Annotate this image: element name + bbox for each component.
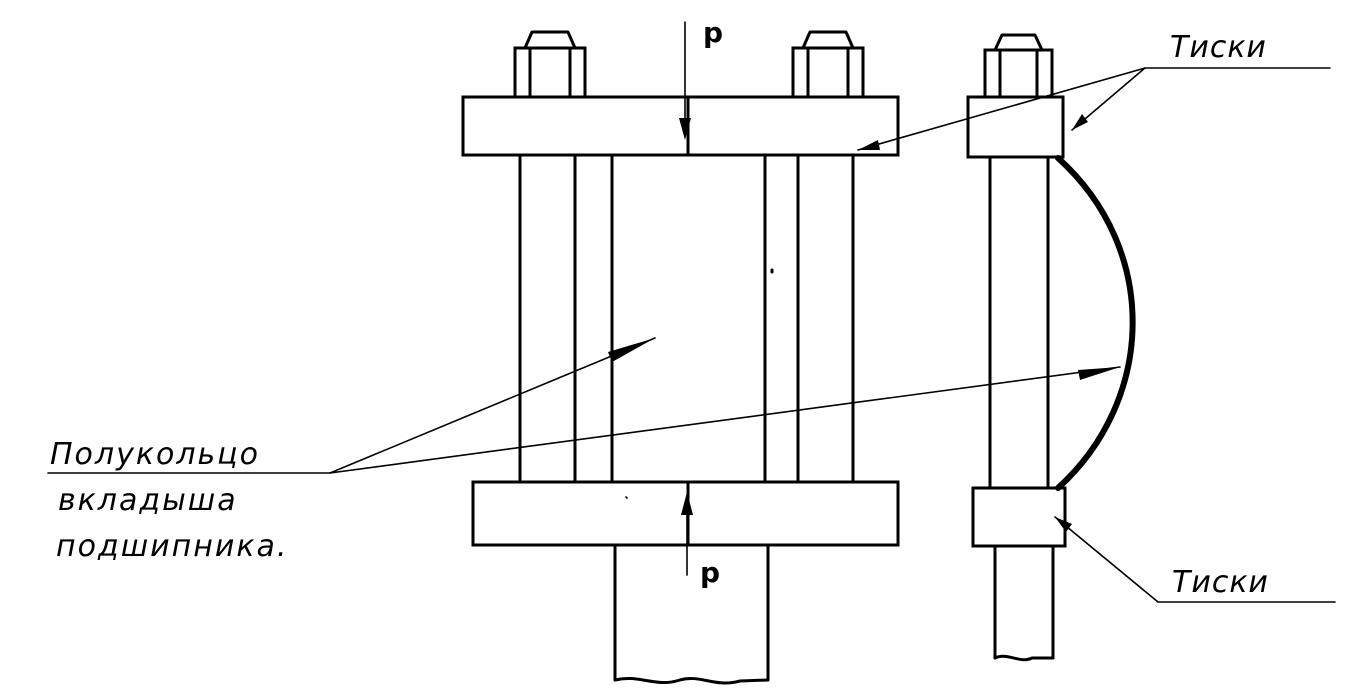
label-half-ring-line2: вкладыша: [58, 483, 238, 518]
side-view: [966, 33, 1136, 662]
left-nut: [513, 30, 587, 99]
label-half-ring-line3: подшипника.: [56, 529, 288, 564]
right-screw: [796, 153, 855, 484]
label-vise-top: Тиски: [1170, 30, 1267, 65]
label-vise-bottom: Тиски: [1172, 565, 1269, 600]
half-ring-side-arc: [1055, 155, 1136, 491]
half-ring-front: [610, 153, 774, 484]
side-top-vise-block: [966, 95, 1065, 159]
left-screw: [518, 153, 577, 484]
label-half-ring-line1: Полукольцо: [50, 437, 260, 472]
label-force-top: p: [703, 16, 723, 49]
right-nut: [791, 30, 865, 99]
leader-lines: [47, 67, 1336, 603]
front-vise-post: [613, 543, 770, 685]
force-arrow-top: [679, 21, 691, 140]
side-nut: [983, 33, 1054, 99]
front-view: [461, 21, 900, 685]
top-jaw: [461, 95, 900, 157]
label-force-bottom: p: [700, 556, 720, 589]
side-bottom-vise-block: [971, 486, 1067, 548]
force-arrow-bottom: [681, 492, 693, 576]
